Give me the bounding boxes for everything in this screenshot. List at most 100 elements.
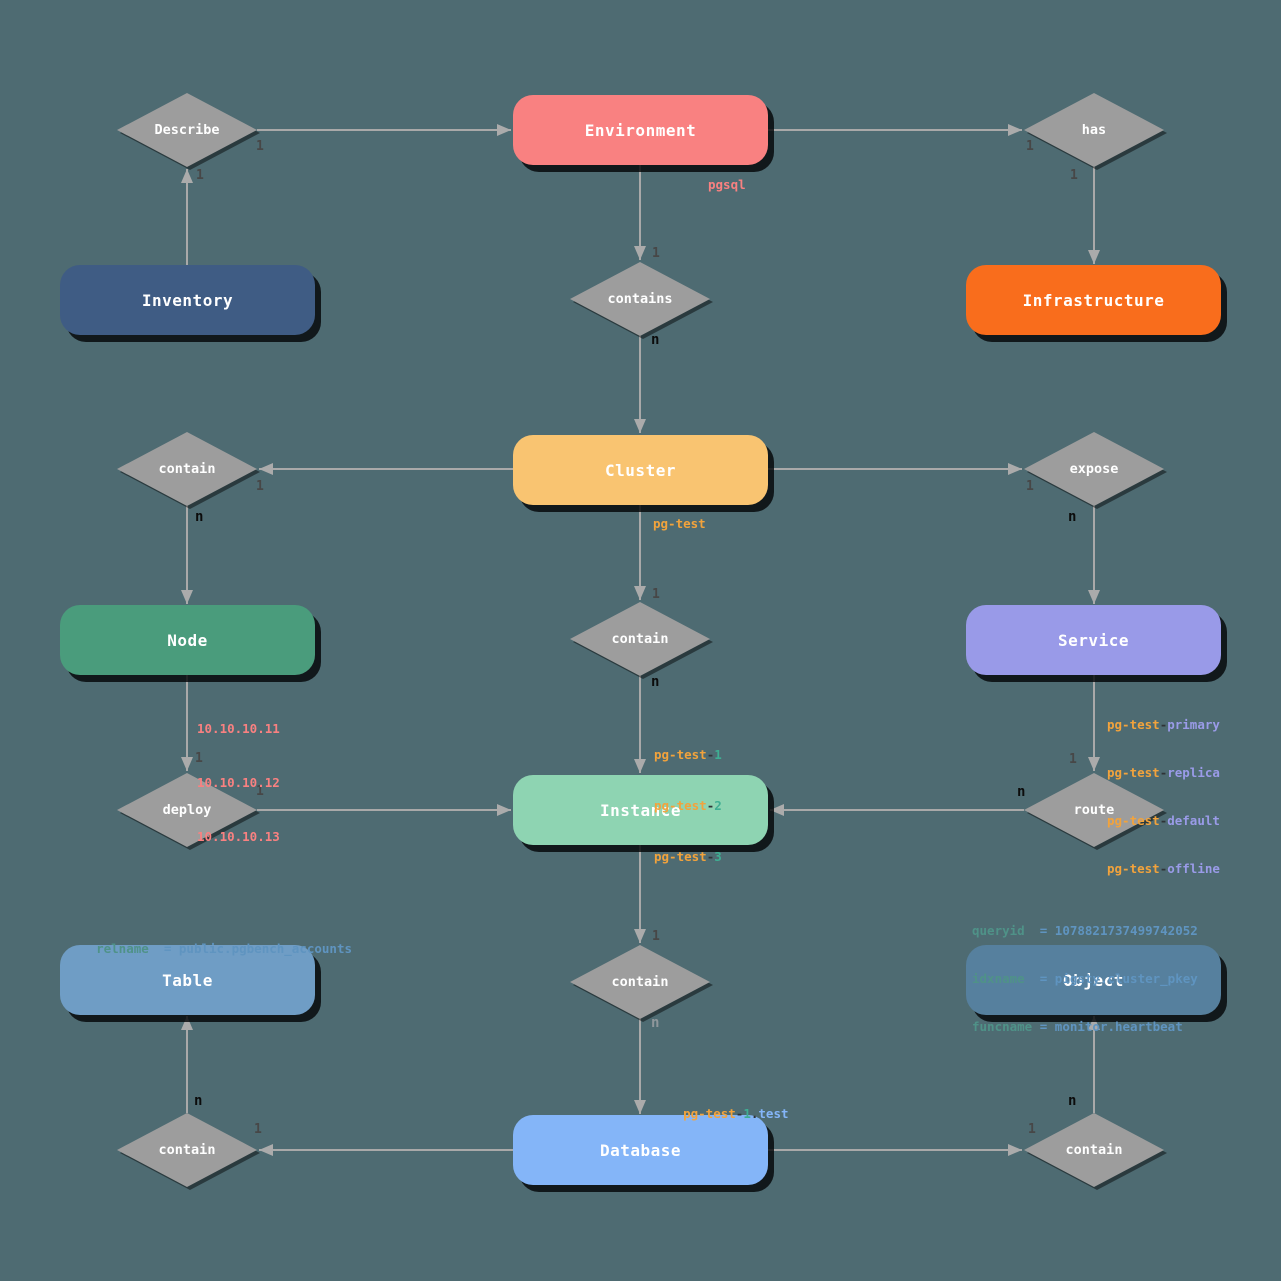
database-db: test (758, 1106, 789, 1121)
relation-expose-label: expose (1069, 461, 1119, 477)
entity-table-label: Table (162, 970, 213, 990)
relation-contain-node: contain (117, 432, 257, 506)
entity-node-label: Node (167, 630, 208, 650)
relation-contain-instance: contain (570, 602, 710, 676)
cardinality-cluster-contain-mid: 1 (652, 587, 660, 602)
annotation-object-attrs: queryid = 1078821737499742052 idxname = … (972, 891, 1198, 1067)
cardinality-cluster-contain-left: 1 (256, 479, 264, 494)
service-name: pg-test-offline (1107, 861, 1220, 877)
cardinality-database-contain-table: 1 (254, 1122, 262, 1137)
attr-key: idxname (972, 971, 1040, 986)
attr-eq: = (1039, 1019, 1055, 1034)
entity-instance: Instance (513, 775, 768, 845)
relation-describe: Describe (117, 93, 257, 167)
service-suffix: replica (1167, 765, 1220, 780)
relation-expose: expose (1024, 432, 1164, 506)
service-name: pg-test-primary (1107, 717, 1220, 733)
entity-service-label: Service (1058, 630, 1129, 650)
cardinality-route-instance: n (1017, 784, 1026, 800)
object-attr: queryid = 1078821737499742052 (972, 923, 1198, 939)
cardinality-contain-object: n (1068, 1093, 1077, 1109)
entity-node: Node (60, 605, 315, 675)
service-prefix: pg-test (1107, 717, 1160, 732)
object-attr: idxname = pigsty.cluster_pkey (972, 971, 1198, 987)
entity-table: Table (60, 945, 315, 1015)
relation-contain-object-shape: contain (1024, 1113, 1164, 1187)
relation-expose-shape: expose (1024, 432, 1164, 506)
cardinality-cluster-expose: 1 (1026, 479, 1034, 494)
relation-has-label: has (1081, 122, 1107, 138)
instance-name: pg-test-3 (654, 848, 722, 865)
relation-contain-object-label: contain (1065, 1142, 1123, 1158)
cardinality-contain-instance: n (651, 674, 660, 690)
cardinality-deploy-instance: 1 (256, 784, 264, 799)
database-prefix: pg-test (683, 1106, 736, 1121)
cardinality-describe-environment: 1 (256, 139, 264, 154)
node-ip: 10.10.10.13 (197, 829, 280, 844)
relation-contain-node-label: contain (158, 461, 216, 477)
relation-route: route (1024, 773, 1164, 847)
service-suffix: offline (1167, 861, 1220, 876)
attr-value: 1078821737499742052 (1054, 923, 1198, 938)
entity-service: Service (966, 605, 1221, 675)
service-sep: - (1159, 765, 1168, 780)
instance-sep: - (706, 747, 715, 762)
relation-describe-shape: Describe (117, 93, 257, 167)
attr-eq: = (1039, 923, 1055, 938)
service-name: pg-test-replica (1107, 765, 1220, 781)
relation-describe-label: Describe (154, 122, 220, 138)
node-ip: 10.10.10.11 (197, 721, 280, 736)
instance-prefix: pg-test (654, 747, 707, 762)
entity-inventory-label: Inventory (141, 290, 234, 310)
entity-database: Database (513, 1115, 768, 1185)
instance-prefix: pg-test (654, 798, 707, 813)
annotation-instance-names: pg-test-1 pg-test-2 pg-test-3 (654, 712, 722, 899)
cardinality-contain-node: n (195, 509, 204, 525)
database-dot: . (750, 1106, 759, 1121)
entity-object-label: Object (1063, 970, 1124, 990)
relation-has-shape: has (1024, 93, 1164, 167)
entity-instance-label: Instance (599, 800, 682, 820)
relation-contains-label: contains (607, 291, 673, 307)
service-suffix: primary (1167, 717, 1220, 732)
cardinality-service-route: 1 (1069, 752, 1077, 767)
node-ip: 10.10.10.12 (197, 775, 280, 790)
instance-suffix: 3 (714, 849, 722, 864)
database-sep: - (735, 1106, 744, 1121)
cardinality-contain-table: n (194, 1093, 203, 1109)
service-sep: - (1159, 861, 1168, 876)
cardinality-has-infrastructure: 1 (1070, 168, 1078, 183)
relation-contain-instance-shape: contain (570, 602, 710, 676)
cardinality-contains-cluster: n (651, 332, 660, 348)
attr-key: queryid (972, 923, 1040, 938)
entity-infrastructure: Infrastructure (966, 265, 1221, 335)
relation-contains-shape: contains (570, 262, 710, 336)
instance-name: pg-test-2 (654, 797, 722, 814)
object-attr: funcname = monitor.heartbeat (972, 1019, 1198, 1035)
relation-contain-table: contain (117, 1113, 257, 1187)
entity-environment-label: Environment (584, 120, 697, 140)
service-prefix: pg-test (1107, 861, 1160, 876)
cardinality-instance-contain: 1 (652, 929, 660, 944)
cardinality-environment-contains: 1 (652, 246, 660, 261)
entity-cluster: Cluster (513, 435, 768, 505)
service-suffix: default (1167, 813, 1220, 828)
relation-contain-db-shape: contain (570, 945, 710, 1019)
attr-eq: = (163, 941, 179, 956)
relation-contain-object: contain (1024, 1113, 1164, 1187)
annotation-service-names: pg-test-primary pg-test-replica pg-test-… (1107, 685, 1220, 909)
cardinality-contain-database: n (651, 1015, 660, 1031)
instance-suffix: 1 (714, 747, 722, 762)
cardinality-expose-service: n (1068, 509, 1077, 525)
attr-value: public.pgbench_accounts (178, 941, 352, 956)
instance-prefix: pg-test (654, 849, 707, 864)
relation-contain-node-shape: contain (117, 432, 257, 506)
relation-contain-db-label: contain (611, 974, 669, 990)
attr-key: funcname (972, 1019, 1040, 1034)
relation-contain-table-shape: contain (117, 1113, 257, 1187)
entity-database-label: Database (599, 1140, 682, 1160)
instance-suffix: 2 (714, 798, 722, 813)
relation-contain-table-label: contain (158, 1142, 216, 1158)
annotation-environment-name: pgsql (708, 177, 746, 192)
